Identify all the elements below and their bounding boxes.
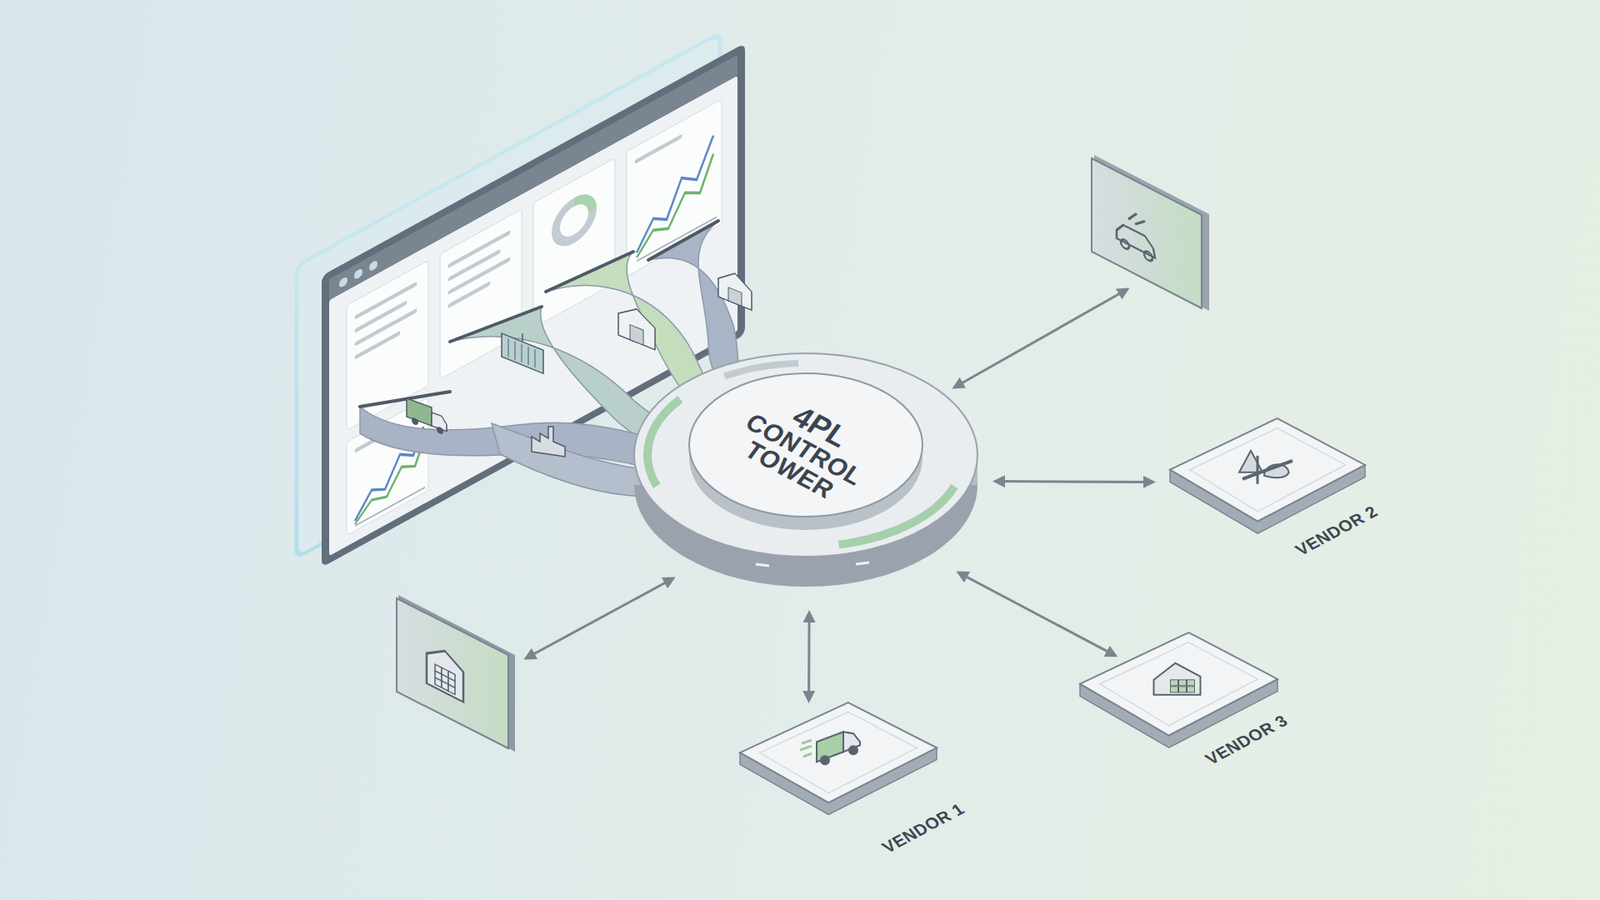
warehouse-icon: [618, 301, 655, 350]
truck-icon: [406, 398, 447, 436]
vendor-node: VENDOR 3: [1080, 632, 1278, 755]
warehouse-icon: [718, 266, 752, 310]
vendor-label: VENDOR 2: [1291, 502, 1382, 560]
factory-icon: [531, 426, 565, 457]
vendor-label: VENDOR 1: [878, 800, 969, 857]
vendor-node: VENDOR 1: [740, 702, 937, 822]
house-icon: [1154, 663, 1201, 695]
link-arrow: [954, 289, 1128, 388]
transport-tile: [1091, 155, 1210, 311]
control-tower: 4PL CONTROL TOWER: [632, 351, 980, 592]
link-arrow: [807, 612, 811, 701]
link-arrow: [958, 572, 1116, 656]
warehouse-tile: [396, 595, 515, 752]
link-arrow: [995, 480, 1154, 484]
container-icon: [501, 325, 544, 374]
link-arrow: [525, 578, 674, 659]
vendor-tile: [740, 702, 937, 822]
vendor-node: VENDOR 2: [1170, 418, 1365, 541]
rocks-icon: [1239, 450, 1293, 485]
ribbon-slots: [360, 220, 719, 407]
truck-icon: [800, 731, 860, 765]
